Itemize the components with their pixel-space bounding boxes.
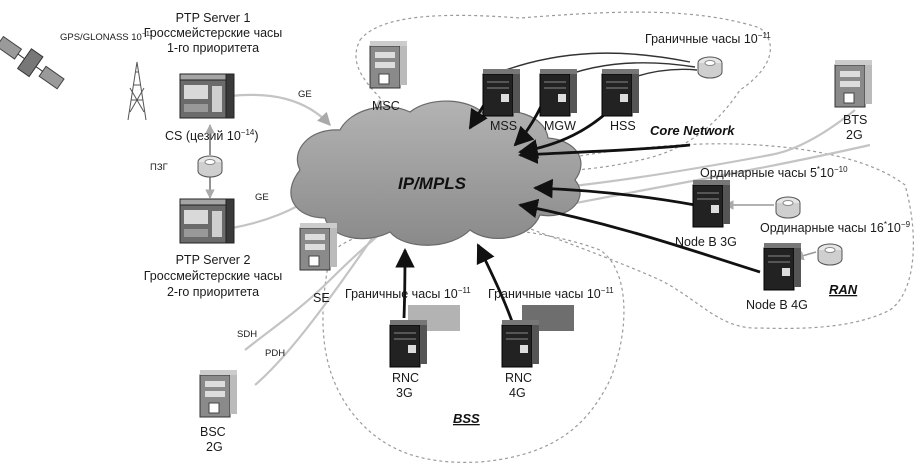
sdh-label: SDH: [237, 329, 257, 340]
ge-bottom-label: GE: [255, 192, 269, 203]
svg-text:PTP Server 1: PTP Server 1: [176, 11, 251, 25]
msc-label: MSC: [372, 99, 400, 113]
satellite-icon: [0, 35, 65, 90]
ran-region: [493, 143, 914, 330]
bss-region: [322, 226, 625, 463]
rnc3g-boundary-clock-label: Граничные часы 10−11: [345, 286, 471, 301]
rnc-4g-server-icon: [501, 319, 540, 368]
ptp-server-1-icon: [179, 73, 235, 119]
rnc-3g-server-icon: [389, 319, 428, 368]
svg-text:2-го приоритета: 2-го приоритета: [167, 285, 259, 299]
svg-text:Гроссмейстерские часы: Гроссмейстерские часы: [144, 26, 283, 40]
cloud-label: IP/MPLS: [398, 174, 467, 193]
ordinary-clock-4g-label: Ординарные часы 16*10−9: [760, 220, 911, 235]
svg-text:1-го приоритета: 1-го приоритета: [167, 41, 259, 55]
nodeb-3g-label: Node B 3G: [675, 235, 737, 249]
core-clock-links: [499, 52, 698, 83]
core-network-region: [355, 11, 771, 172]
se-label: SE: [313, 291, 330, 305]
core-network-label: Core Network: [650, 123, 735, 138]
bss-label: BSS: [453, 411, 480, 426]
svg-text:PTP Server 2: PTP Server 2: [176, 253, 251, 267]
bts-label-line1: BTS: [843, 113, 867, 127]
pzg-label: ПЗГ: [150, 162, 168, 173]
ge-top-label: GE: [298, 89, 312, 100]
ran-label: RAN: [829, 282, 858, 297]
hss-server-icon: [601, 68, 640, 117]
mss-server-icon: [482, 68, 521, 117]
cs-clock-icon: [197, 155, 223, 178]
hss-label: HSS: [610, 119, 636, 133]
core-boundary-clock-label: Граничные часы 10−11: [645, 31, 771, 46]
rnc-4g-label-line1: RNC: [505, 371, 532, 385]
nodeb-4g-label: Node B 4G: [746, 298, 808, 312]
svg-text:Гроссмейстерские часы: Гроссмейстерские часы: [144, 269, 283, 283]
se-server-icon: [299, 222, 338, 271]
bts-server-icon: [834, 59, 873, 108]
ip-mpls-cloud: [290, 100, 582, 246]
nodeb-4g-server-icon: [763, 242, 802, 291]
cs-label: CS (цезий 10−14): [165, 128, 259, 143]
ptp-server-1-label: PTP Server 1 Гроссмейстерские часы 1-го …: [144, 11, 283, 55]
mgw-label: MGW: [544, 119, 576, 133]
nodeb-3g-server-icon: [692, 179, 731, 228]
mss-label: MSS: [490, 119, 517, 133]
bsc-label-line1: BSC: [200, 425, 226, 439]
msc-server-icon: [369, 40, 408, 89]
ptp-server-2-label: PTP Server 2 Гроссмейстерские часы 2-го …: [144, 253, 283, 299]
ordinary-clock-3g-label: Ординарные часы 5*10−10: [700, 165, 848, 180]
bsc-label-line2: 2G: [206, 440, 223, 454]
gnss-label: GPS/GLONASS 10−11: [60, 31, 153, 43]
ordinary-clock-4g-icon: [817, 243, 843, 266]
rnc-3g-label-line1: RNC: [392, 371, 419, 385]
pdh-label: PDH: [265, 348, 285, 359]
ordinary-clock-3g-icon: [775, 196, 801, 219]
rnc4g-boundary-clock-label: Граничные часы 10−11: [488, 286, 614, 301]
bts-label-line2: 2G: [846, 128, 863, 142]
rnc-3g-label-line2: 3G: [396, 386, 413, 400]
rnc-4g-label-line2: 4G: [509, 386, 526, 400]
bsc-server-icon: [199, 369, 238, 418]
ptp-server-2-icon: [179, 198, 235, 244]
core-boundary-clock-icon: [697, 56, 723, 79]
antenna-tower-icon: [127, 61, 147, 121]
mgw-server-icon: [539, 68, 578, 117]
